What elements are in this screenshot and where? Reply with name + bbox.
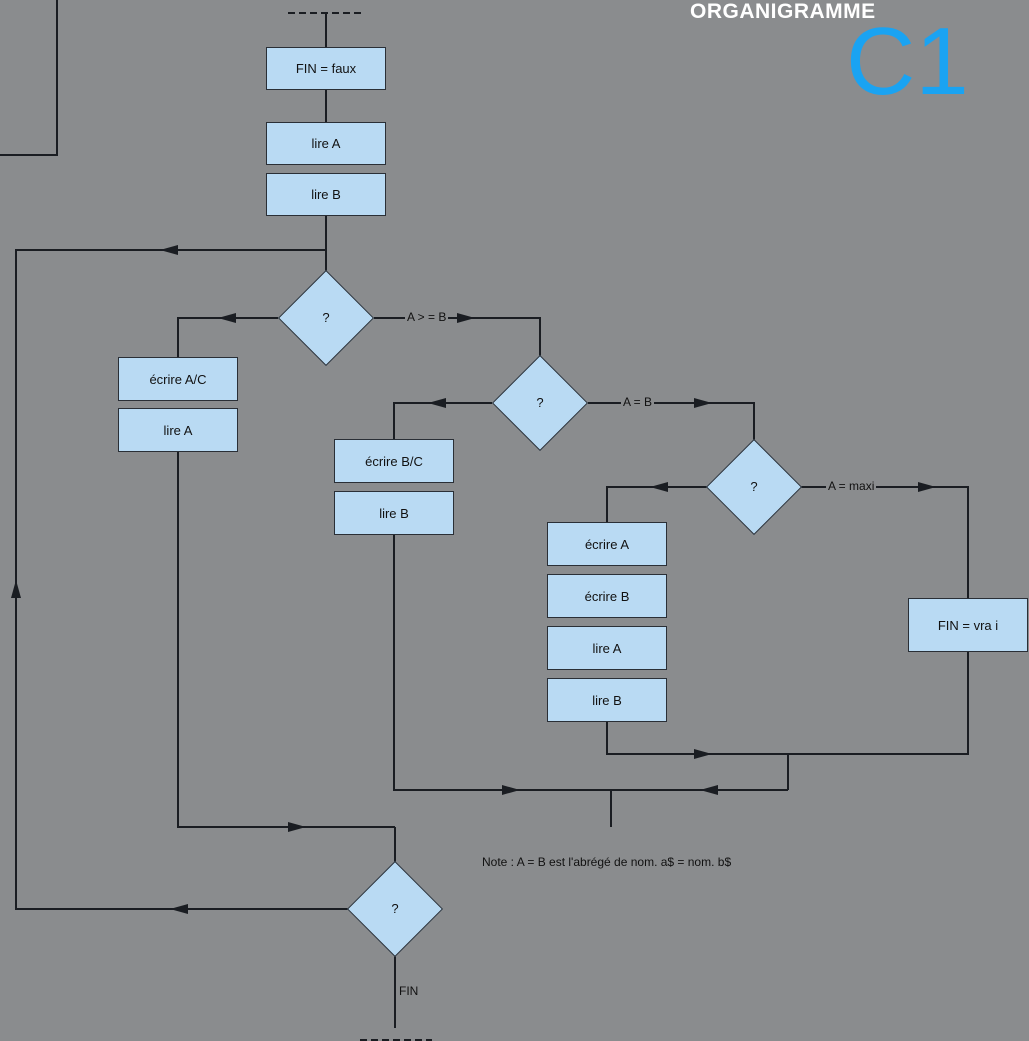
arrow-loop-top [160, 245, 178, 255]
margin-frame-line [0, 0, 58, 156]
label-fin: FIN [399, 984, 419, 998]
decision-3-label: ? [750, 479, 758, 494]
d3-right-branch [801, 486, 969, 598]
label-a-eq-b: A = B [621, 395, 655, 409]
arrow-d2-right [694, 398, 712, 408]
section-code: C1 [846, 8, 969, 115]
arrow-loop-bottom [170, 904, 188, 914]
arrow-d2-left [428, 398, 446, 408]
box-lire-a-left: lire A [118, 408, 238, 452]
decision-4-label: ? [391, 901, 399, 916]
arrow-merge-right [700, 785, 718, 795]
box-lire-b-right: lire B [547, 678, 667, 722]
arrow-merge-left [288, 822, 306, 832]
box-fin-vrai: FIN = vra i [908, 598, 1028, 652]
box-lire-b: lire B [266, 173, 386, 216]
page-title: ORGANIGRAMME [690, 0, 876, 23]
decision-1-label: ? [322, 310, 330, 325]
d2-left-branch [393, 402, 492, 439]
arrow-loop-up [11, 580, 21, 598]
box-fin-faux: FIN = faux [266, 47, 386, 90]
label-a-ge-b: A > = B [405, 310, 449, 324]
arrow-d1-right [457, 313, 475, 323]
left-column-line [177, 452, 395, 828]
middle-column-line [393, 535, 788, 791]
decision-2-label: ? [536, 395, 544, 410]
box-ecrire-ac: écrire A/C [118, 357, 238, 401]
d1-right-branch [374, 317, 541, 356]
arrow-merge-lower [694, 749, 712, 759]
arrow-merge-middle [502, 785, 520, 795]
label-a-eq-maxi: A = maxi [826, 479, 877, 493]
d2-right-branch [588, 402, 755, 440]
box-lire-a: lire A [266, 122, 386, 165]
box-ecrire-bc: écrire B/C [334, 439, 454, 483]
box-ecrire-a: écrire A [547, 522, 667, 566]
arrow-d3-left [650, 482, 668, 492]
arrow-d1-left [218, 313, 236, 323]
box-lire-a-right: lire A [547, 626, 667, 670]
d1-left-branch [177, 317, 278, 357]
footnote: Note : A = B est l'abrégé de nom. a$ = n… [482, 855, 732, 869]
box-lire-b-middle: lire B [334, 491, 454, 535]
box-ecrire-b: écrire B [547, 574, 667, 618]
arrow-d3-right [918, 482, 936, 492]
arrowheads [11, 245, 936, 914]
d3-left-branch [606, 486, 707, 522]
